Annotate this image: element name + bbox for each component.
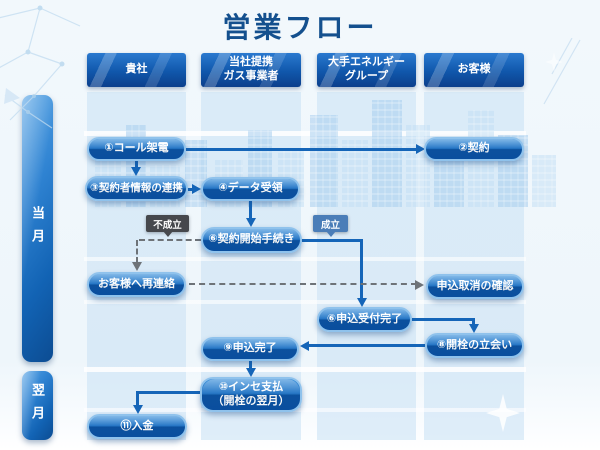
lane-header-your-company: 貴社	[87, 53, 186, 87]
row-gutter	[84, 367, 526, 372]
dashed-arrow-fail-h	[139, 239, 201, 241]
month-bar-current: 当月	[22, 95, 53, 362]
arrowhead	[132, 262, 142, 271]
flow-node-2-contract: ②契約	[424, 137, 524, 161]
flow-node-10-incentive-payment: ⑩インセ支払 （開栓の翌月）	[200, 377, 302, 412]
flow-node-8-valve-opening: ⑧開栓の立会い	[425, 333, 524, 358]
arrow-incentive-to-deposit-v	[136, 391, 139, 406]
flow-node-9-application-complete: ⑨申込完了	[201, 337, 299, 361]
arrow-apply-complete-to-incentive	[249, 361, 252, 370]
row-gutter	[84, 408, 526, 412]
arrowhead	[357, 298, 367, 307]
arrow-call-to-contract	[186, 148, 418, 151]
page-title: 営業フロー	[222, 12, 378, 43]
arrow-accept-to-valve-v	[472, 318, 475, 326]
lane-header-partner-gas: 当社提携 ガス事業者	[201, 53, 301, 87]
network-decoration	[0, 5, 81, 129]
lane-header-energy-group: 大手エネルギー グループ	[317, 53, 416, 87]
arrow-accept-to-valve-h	[412, 318, 475, 321]
row-gutter	[84, 257, 526, 261]
arrowhead	[415, 280, 424, 290]
flow-node-recontact-customer: お客様へ再連絡	[87, 272, 186, 297]
row-gutter	[84, 131, 526, 136]
flow-node-11-deposit: ⑪入金	[87, 414, 187, 439]
arrowhead	[246, 368, 256, 377]
branch-tag-fail: 不成立	[146, 215, 189, 232]
lane-header-customer: お客様	[424, 53, 524, 87]
flow-node-cancel-confirmation: 申込取消の確認	[426, 274, 524, 299]
month-bar-next: 翌月	[22, 371, 53, 440]
arrow-data-receipt-to-contract-start	[249, 201, 252, 220]
arrow-valve-to-apply-complete	[307, 344, 425, 347]
branch-tag-success: 成立	[313, 215, 348, 232]
flow-node-1-call: ①コール架電	[87, 137, 186, 161]
row-gutter	[84, 300, 526, 304]
flow-node-4-data-receipt: ④データ受領	[201, 177, 300, 201]
dashed-arrow-fail-v	[136, 240, 138, 263]
arrow-contract-start-to-accept-h	[302, 239, 363, 242]
flow-node-3-info-share: ③契約者情報の連携	[85, 176, 188, 201]
flow-node-6-contract-start: ⑥契約開始手続き	[201, 227, 302, 253]
arrowhead	[133, 405, 143, 414]
flow-node-6-application-accepted: ⑥申込受付完了	[317, 307, 412, 332]
arrowhead	[469, 324, 479, 333]
arrowhead	[246, 218, 256, 227]
diagonal-lines-decoration	[543, 38, 581, 105]
arrowhead	[300, 341, 309, 351]
arrowhead	[192, 184, 201, 194]
arrow-incentive-to-deposit-h	[136, 391, 200, 394]
arrow-contract-start-to-accept-v	[360, 239, 363, 299]
arrowhead	[131, 167, 141, 176]
arrow-call-to-info-share	[135, 161, 138, 169]
arrowhead	[416, 144, 425, 154]
dashed-arrow-recontact-to-cancel	[189, 283, 417, 285]
arrow-info-share-to-data-receipt	[188, 188, 195, 191]
